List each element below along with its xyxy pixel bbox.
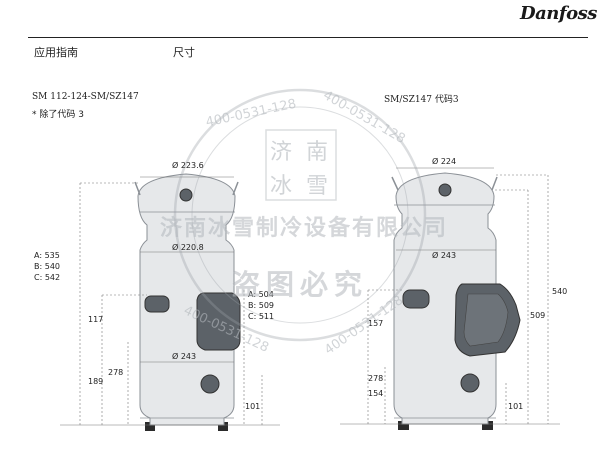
right-top-diameter: Ø 224 — [432, 157, 457, 166]
right-dim-157: 157 — [368, 319, 384, 328]
header-rule — [28, 37, 588, 38]
watermark-seal-char-3: 冰 — [270, 174, 293, 199]
right-suction-port — [402, 289, 430, 309]
left-foot-1 — [145, 422, 155, 431]
right-dim-101: 101 — [508, 402, 524, 411]
left-compressor — [60, 173, 280, 431]
left-oil-port — [200, 374, 220, 394]
left-note: * 除了代码 3 — [32, 110, 84, 120]
left-dim-189: 189 — [88, 377, 104, 386]
right-dim-154: 154 — [368, 389, 384, 398]
left-terminal-box — [196, 292, 241, 351]
right-discharge-port — [438, 183, 452, 197]
left-dim-278: 278 — [108, 368, 124, 377]
right-shell — [393, 172, 497, 425]
right-mid-diameter: Ø 243 — [432, 251, 457, 260]
page-title: 尺寸 — [173, 46, 195, 59]
left-top-diameter: Ø 223.6 — [172, 161, 204, 170]
right-model-caption: SM/SZ147 代码3 — [384, 95, 459, 105]
left-height-c: C: 542 — [34, 273, 61, 282]
left-height-b: B: 540 — [34, 262, 60, 271]
left-dim-117: 117 — [88, 315, 104, 324]
left-height-a: A: 535 — [34, 251, 60, 260]
right-foot-2 — [482, 421, 493, 430]
watermark-seal — [173, 88, 427, 342]
left-box-a: A: 504 — [248, 290, 274, 299]
left-mid-diameter: Ø 220.8 — [172, 243, 204, 252]
right-oil-port — [460, 373, 480, 393]
watermark-company: 济南冰雪制冷设备有限公司 — [160, 216, 449, 241]
left-dim-101: 101 — [245, 402, 261, 411]
left-model-caption: SM 112-124-SM/SZ147 — [32, 92, 139, 102]
watermark-seal-char-2: 南 — [306, 140, 329, 165]
watermark-seal-char-1: 济 — [270, 140, 293, 165]
left-discharge-port — [179, 188, 193, 202]
left-box-b: B: 509 — [248, 301, 274, 310]
watermark-notice: 盗图必究 — [232, 268, 369, 301]
left-suction-port — [144, 295, 170, 313]
section-title: 应用指南 — [34, 46, 78, 59]
right-dim-540: 540 — [552, 287, 568, 296]
right-dim-278: 278 — [368, 374, 384, 383]
left-bottom-diameter: Ø 243 — [172, 352, 197, 361]
watermark-seal-char-4: 雪 — [306, 174, 329, 199]
right-foot-1 — [398, 421, 409, 430]
right-dim-509: 509 — [530, 311, 546, 320]
left-box-c: C: 511 — [248, 312, 275, 321]
left-foot-2 — [218, 422, 228, 431]
right-compressor — [340, 167, 560, 430]
danfoss-logo: Danfoss — [520, 3, 597, 24]
